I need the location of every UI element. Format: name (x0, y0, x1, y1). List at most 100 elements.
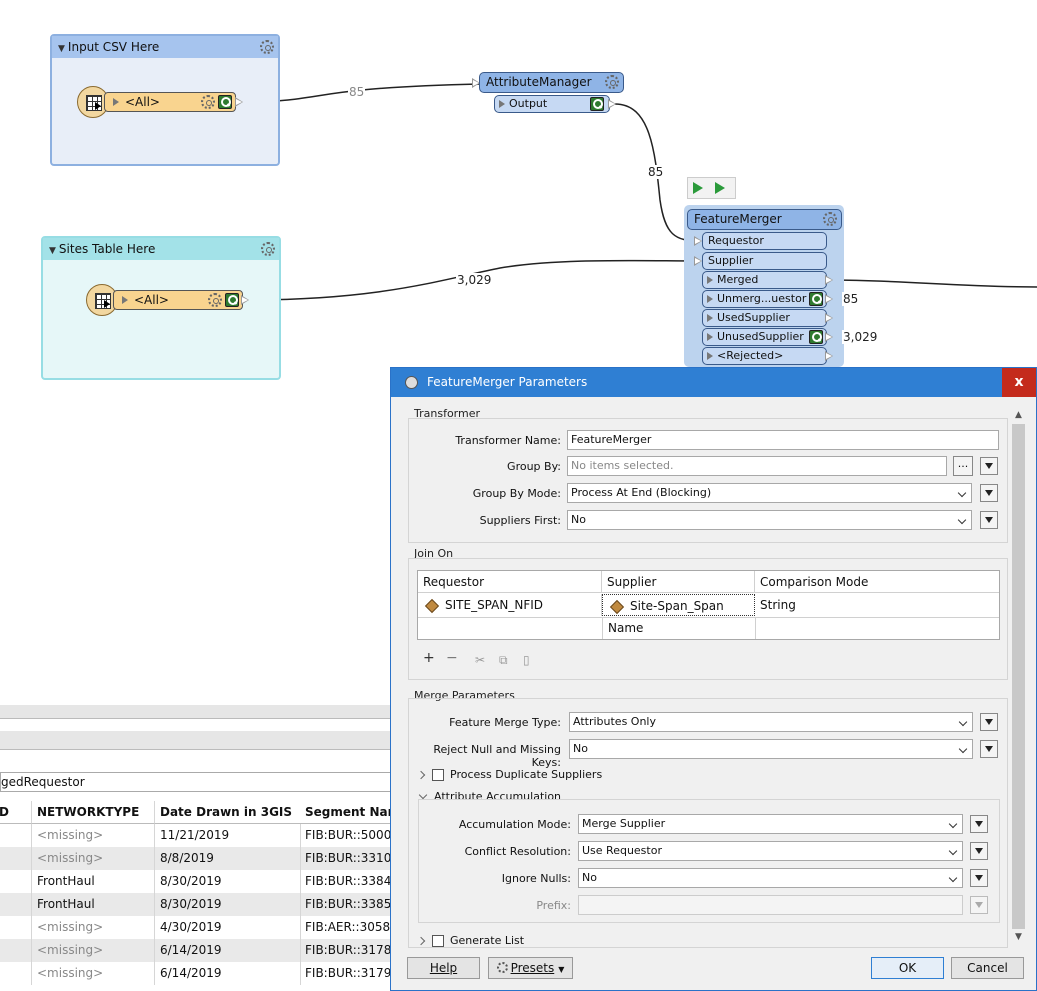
table-cell[interactable]: 6/14/2019 (155, 962, 301, 985)
output-port-triangle-icon[interactable] (608, 99, 616, 109)
bookmark-header[interactable]: ▼Sites Table Here (43, 238, 279, 260)
suppliers-first-menu-button[interactable] (980, 511, 998, 529)
run-from-this-icon[interactable] (715, 182, 725, 194)
column-header[interactable]: Date Drawn in 3GIS (155, 801, 301, 824)
table-cell[interactable]: FIB:BUR::3179346 (300, 962, 392, 985)
inspect-icon[interactable] (218, 95, 232, 109)
inspect-icon[interactable] (225, 293, 239, 307)
group-by-mode-menu-button[interactable] (980, 484, 998, 502)
scroll-down-icon[interactable]: ▼ (1015, 932, 1022, 942)
output-port-output[interactable]: Output (494, 95, 610, 113)
output-port-unused-supplier[interactable]: UnusedSupplier (702, 328, 827, 346)
table-cell[interactable]: FIB:BUR::3385107 (300, 893, 392, 916)
table-filter-input[interactable]: gedRequestor (0, 772, 392, 792)
column-header[interactable]: Supplier (602, 571, 755, 593)
accumulation-mode-menu-button[interactable] (970, 815, 988, 833)
table-cell[interactable] (0, 916, 32, 939)
table-cell[interactable]: 4/30/2019 (155, 916, 301, 939)
feature-merge-type-select[interactable]: Attributes Only (569, 712, 973, 732)
output-port-merged[interactable]: Merged (702, 271, 827, 289)
output-port-triangle-icon[interactable] (825, 351, 833, 361)
scroll-up-icon[interactable]: ▲ (1015, 410, 1022, 420)
remove-row-icon[interactable]: − (446, 650, 458, 666)
table-cell[interactable]: 11/21/2019 (155, 824, 301, 847)
table-cell[interactable]: <missing> (32, 847, 155, 870)
accumulation-mode-select[interactable]: Merge Supplier (578, 814, 963, 834)
output-port-triangle-icon[interactable] (825, 313, 833, 323)
cut-icon[interactable]: ✂ (475, 653, 486, 667)
group-by-browse-button[interactable]: ... (953, 456, 973, 476)
table-reader-icon[interactable] (86, 284, 118, 316)
table-cell[interactable]: <missing> (32, 824, 155, 847)
reader-output-port[interactable]: <All> (104, 92, 236, 112)
column-header[interactable]: NETWORKTYPE (32, 801, 155, 824)
output-port-triangle-icon[interactable] (825, 275, 833, 285)
table-cell[interactable] (0, 939, 32, 962)
output-port-triangle-icon[interactable] (241, 295, 249, 305)
ignore-nulls-menu-button[interactable] (970, 869, 988, 887)
suppliers-first-select[interactable]: No (567, 510, 972, 530)
gear-icon[interactable] (260, 40, 274, 54)
inspect-icon[interactable] (590, 97, 604, 111)
collapse-triangle-icon[interactable]: ▼ (58, 44, 65, 54)
help-button[interactable]: Help (407, 957, 480, 979)
gear-icon[interactable] (823, 212, 837, 226)
table-cell[interactable]: FrontHaul (32, 893, 155, 916)
table-cell[interactable] (0, 962, 32, 985)
column-header[interactable]: Segment Name (300, 801, 392, 824)
gear-icon[interactable] (605, 75, 619, 89)
reject-null-menu-button[interactable] (980, 740, 998, 758)
output-port-triangle-icon[interactable] (825, 294, 833, 304)
table-cell[interactable] (0, 870, 32, 893)
table-cell[interactable]: 8/30/2019 (155, 870, 301, 893)
input-port-supplier[interactable]: Supplier (702, 252, 827, 270)
presets-button[interactable]: Presets▼ (488, 957, 573, 979)
run-to-this-icon[interactable] (693, 182, 703, 194)
bookmark-header[interactable]: ▼Input CSV Here (52, 36, 278, 58)
gear-icon[interactable] (261, 242, 275, 256)
generate-list-checkbox[interactable] (432, 935, 444, 947)
feature-merge-type-menu-button[interactable] (980, 713, 998, 731)
input-port-triangle-icon[interactable] (694, 236, 702, 246)
reject-null-select[interactable]: No (569, 739, 973, 759)
cancel-button[interactable]: Cancel (951, 957, 1024, 979)
table-cell[interactable] (0, 824, 32, 847)
paste-icon[interactable]: ▯ (523, 653, 530, 667)
table-cell[interactable]: <missing> (32, 939, 155, 962)
table-cell[interactable] (0, 847, 32, 870)
conflict-resolution-select[interactable]: Use Requestor (578, 841, 963, 861)
scroll-thumb[interactable] (1012, 424, 1025, 929)
table-cell[interactable]: FIB:BUR::3310294 (300, 847, 392, 870)
feature-merger-transformer[interactable]: FeatureMerger (687, 209, 842, 230)
conflict-resolution-menu-button[interactable] (970, 842, 988, 860)
inspect-icon[interactable] (809, 330, 823, 344)
table-cell[interactable]: 8/30/2019 (155, 893, 301, 916)
copy-icon[interactable]: ⧉ (499, 653, 508, 667)
table-cell[interactable]: 6/14/2019 (155, 939, 301, 962)
gear-icon[interactable] (201, 95, 215, 109)
column-header[interactable]: Requestor (418, 571, 602, 593)
inspect-icon[interactable] (809, 292, 823, 306)
table-cell[interactable]: FIB:BUR::3178707 (300, 939, 392, 962)
table-cell[interactable]: FrontHaul (32, 870, 155, 893)
table-cell[interactable]: <missing> (32, 916, 155, 939)
table-cell[interactable]: FIB:BUR::5000254 (300, 824, 392, 847)
group-by-input[interactable]: No items selected. (567, 456, 947, 476)
ignore-nulls-select[interactable]: No (578, 868, 963, 888)
input-port-triangle-icon[interactable] (694, 256, 702, 266)
output-port-triangle-icon[interactable] (235, 97, 243, 107)
close-button[interactable]: x (1002, 368, 1036, 397)
ok-button[interactable]: OK (871, 957, 944, 979)
process-duplicate-checkbox[interactable] (432, 769, 444, 781)
output-port-rejected[interactable]: <Rejected> (702, 347, 827, 365)
reader-output-port[interactable]: <All> (113, 290, 243, 310)
table-cell[interactable]: 8/8/2019 (155, 847, 301, 870)
column-header[interactable]: Comparison Mode (755, 571, 999, 593)
output-port-used-supplier[interactable]: UsedSupplier (702, 309, 827, 327)
table-cell[interactable]: <missing> (32, 962, 155, 985)
